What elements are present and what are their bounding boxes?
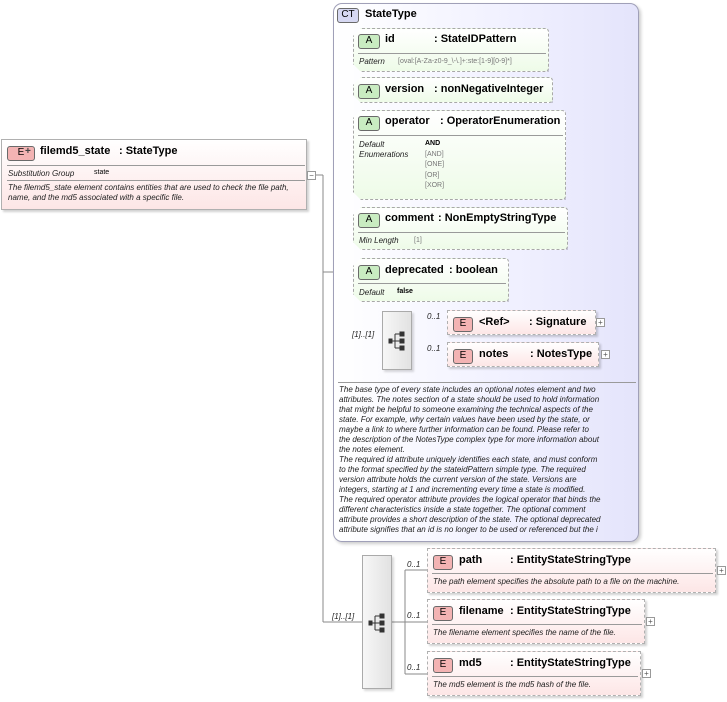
element-ref-box[interactable]: E <Ref> : Signature — [447, 310, 596, 335]
sequence-icon — [388, 331, 405, 351]
enum-value: [OR] — [425, 172, 440, 179]
element-path-type: : EntityStateStringType — [510, 554, 631, 566]
outer-sequence-multiplicity: [1]..[1] — [332, 612, 355, 621]
attribute-id-name: id — [385, 33, 395, 45]
attribute-operator-default-label: Default — [359, 140, 385, 149]
root-element-type: : StateType — [119, 145, 178, 157]
element-ref-name: <Ref> — [479, 316, 510, 328]
element-notes-type: : NotesType — [530, 348, 593, 360]
element-md5-box[interactable]: E md5 : EntityStateStringType The md5 el… — [427, 651, 641, 696]
substitution-group-value: state — [94, 169, 110, 176]
complex-type-badge: CT — [337, 8, 359, 23]
attribute-deprecated-box[interactable]: A deprecated : boolean Default false — [353, 258, 509, 302]
root-element-doc: The filemd5_state element contains entit… — [8, 183, 289, 202]
attribute-comment-minlength-label: Min Length — [359, 236, 399, 245]
attribute-comment-box[interactable]: A comment : NonEmptyStringType Min Lengt… — [353, 207, 568, 250]
attribute-deprecated-default-label: Default — [359, 288, 385, 297]
enum-value: [AND] — [425, 151, 444, 158]
attribute-comment-name: comment — [385, 212, 434, 224]
attribute-deprecated-default-value: false — [397, 288, 413, 295]
element-badge: E — [433, 658, 453, 673]
element-path-box[interactable]: E path : EntityStateStringType The path … — [427, 548, 716, 593]
attribute-version-name: version — [385, 83, 425, 95]
expand-icon[interactable]: + — [646, 617, 655, 626]
enum-value: [ONE] — [425, 161, 445, 168]
attribute-operator-name: operator — [385, 115, 430, 127]
attribute-version-box[interactable]: A version : nonNegativeInteger — [353, 77, 553, 103]
element-filename-box[interactable]: E filename : EntityStateStringType The f… — [427, 599, 645, 644]
element-md5-doc: The md5 element is the md5 hash of the f… — [433, 680, 591, 689]
element-filename-type: : EntityStateStringType — [510, 605, 631, 617]
inner-sequence-multiplicity: [1]..[1] — [352, 330, 375, 339]
attribute-badge: A — [358, 265, 380, 280]
attribute-version-type: : nonNegativeInteger — [434, 83, 544, 95]
enum-value: [XOR] — [425, 182, 445, 189]
attribute-comment-minlength-value: [1] — [414, 237, 422, 244]
element-notes-box[interactable]: E notes : NotesType — [447, 342, 599, 367]
root-element-box[interactable]: E + filemd5_state : StateType Substituti… — [1, 139, 307, 210]
element-badge: E — [433, 555, 453, 570]
attribute-id-pattern-label: Pattern — [359, 57, 385, 66]
filename-multiplicity: 0..1 — [407, 611, 421, 620]
complex-type-doc: The base type of every state includes an… — [339, 385, 601, 534]
attribute-deprecated-type: : boolean — [449, 264, 498, 276]
expand-icon[interactable]: + — [642, 669, 651, 678]
complex-type-name: StateType — [365, 8, 417, 20]
attribute-deprecated-name: deprecated — [385, 264, 444, 276]
element-filename-doc: The filename element specifies the name … — [433, 628, 616, 637]
path-multiplicity: 0..1 — [407, 560, 421, 569]
attribute-id-box[interactable]: A id : StateIDPattern Pattern [oval:[A-Z… — [353, 28, 549, 72]
element-badge: E — [453, 317, 473, 332]
attribute-operator-type: : OperatorEnumeration — [440, 115, 561, 127]
element-path-doc: The path element specifies the absolute … — [433, 577, 680, 586]
element-ref-type: : Signature — [529, 316, 587, 328]
attribute-operator-box[interactable]: A operator : OperatorEnumeration Default… — [353, 110, 566, 200]
md5-multiplicity: 0..1 — [407, 663, 421, 672]
attribute-id-pattern-value: [oval:[A-Za-z0-9_\-\.]+:ste:[1-9][0-9]*] — [398, 58, 512, 65]
sequence-icon — [368, 613, 385, 633]
root-element-name: filemd5_state — [40, 145, 111, 157]
attribute-badge: A — [358, 116, 380, 131]
substitution-group-label: Substitution Group — [8, 169, 75, 178]
element-path-name: path — [459, 554, 483, 566]
ref-multiplicity: 0..1 — [427, 312, 441, 321]
attribute-badge: A — [358, 34, 380, 49]
element-badge: E — [453, 349, 473, 364]
attribute-comment-type: : NonEmptyStringType — [438, 212, 557, 224]
attribute-id-type: : StateIDPattern — [434, 33, 517, 45]
element-filename-name: filename — [459, 605, 504, 617]
notes-multiplicity: 0..1 — [427, 344, 441, 353]
attribute-operator-default-value: AND — [425, 140, 441, 147]
element-badge: E — [7, 146, 35, 161]
element-md5-type: : EntityStateStringType — [510, 657, 631, 669]
expand-icon[interactable]: + — [717, 566, 726, 575]
outer-sequence-compositor[interactable] — [362, 555, 392, 689]
attribute-operator-enum-label: Enumerations — [359, 150, 409, 159]
attribute-badge: A — [358, 213, 380, 228]
element-badge: E — [433, 606, 453, 621]
inner-sequence-compositor[interactable] — [382, 311, 412, 370]
element-plus-icon: + — [25, 146, 31, 157]
element-md5-name: md5 — [459, 657, 482, 669]
expand-icon[interactable]: + — [601, 350, 610, 359]
collapse-toggle-icon[interactable]: − — [307, 171, 316, 180]
attribute-badge: A — [358, 84, 380, 99]
expand-icon[interactable]: + — [596, 318, 605, 327]
element-notes-name: notes — [479, 348, 509, 360]
